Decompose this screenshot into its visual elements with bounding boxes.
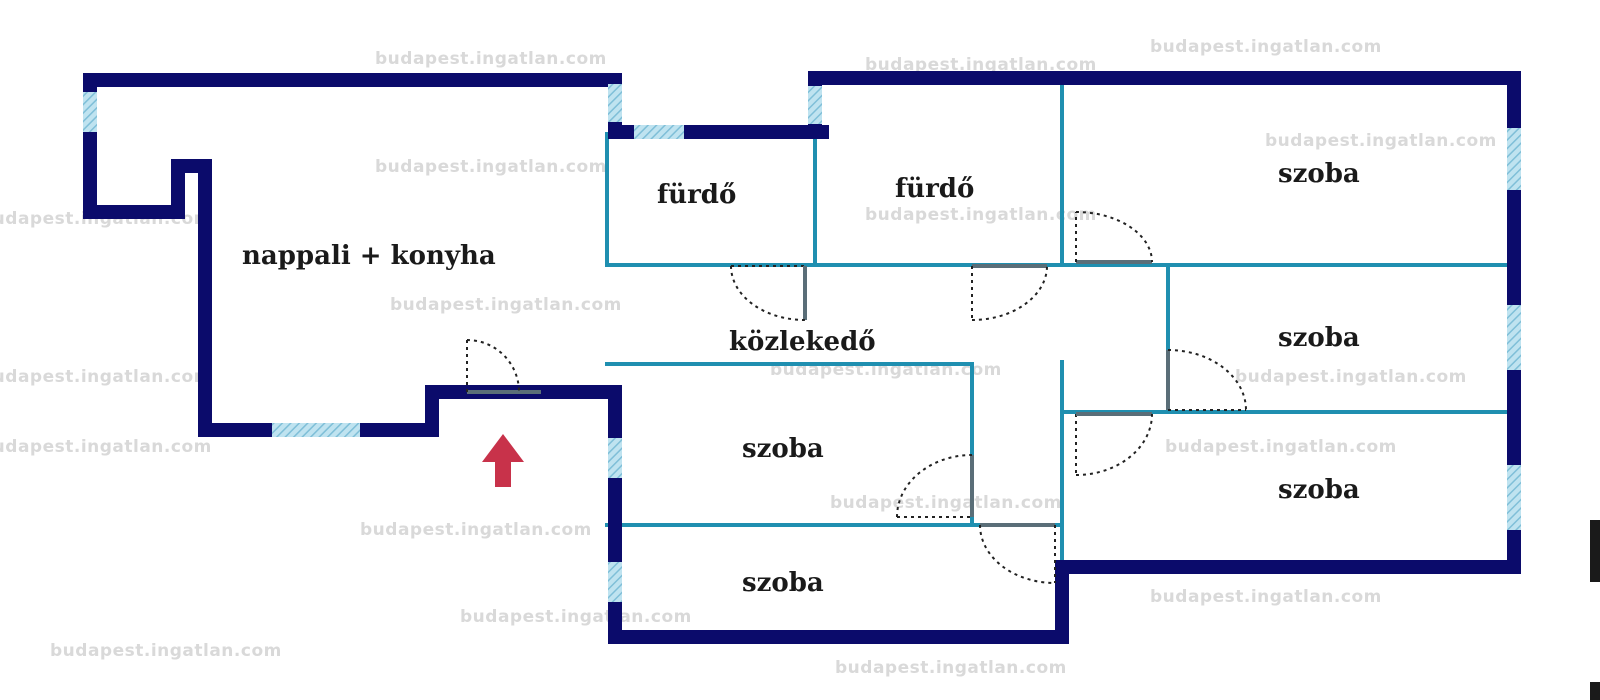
door	[466, 339, 541, 394]
doors	[466, 211, 1247, 584]
door	[1075, 211, 1153, 264]
door	[1166, 349, 1247, 411]
room-label-room-bottom-right: szoba	[1278, 475, 1360, 505]
door	[971, 264, 1048, 321]
watermark: budapest.ingatlan.com	[830, 493, 1062, 513]
room-label-room-mid-right: szoba	[1278, 323, 1360, 353]
up-arrow-icon	[482, 434, 524, 487]
watermark: budapest.ingatlan.com	[1265, 131, 1497, 151]
door	[730, 265, 807, 321]
windows	[83, 84, 1521, 602]
room-label-bath-1: fürdő	[657, 180, 736, 210]
watermark: budapest.ingatlan.com	[390, 295, 622, 315]
door	[896, 454, 974, 518]
watermark: budapest.ingatlan.com	[865, 55, 1097, 75]
image-edge	[1590, 682, 1600, 700]
watermark: budapest.ingatlan.com	[835, 658, 1067, 678]
watermark: budapest.ingatlan.com	[460, 607, 692, 627]
watermark: budapest.ingatlan.com	[1165, 437, 1397, 457]
door	[979, 523, 1056, 584]
watermark: budapest.ingatlan.com	[375, 49, 607, 69]
watermark: budapest.ingatlan.com	[1150, 587, 1382, 607]
watermark: budapest.ingatlan.com	[360, 520, 592, 540]
watermark: budapest.ingatlan.com	[0, 437, 212, 457]
room-label-room-top-right: szoba	[1278, 159, 1360, 189]
room-label-bath-2: fürdő	[895, 174, 974, 204]
door	[1075, 412, 1153, 476]
room-label-hallway: közlekedő	[729, 327, 876, 357]
image-edge	[1590, 520, 1600, 582]
watermark: budapest.ingatlan.com	[375, 157, 607, 177]
watermark: budapest.ingatlan.com	[0, 367, 212, 387]
room-label-room-bottom: szoba	[742, 568, 824, 598]
watermark: budapest.ingatlan.com	[1150, 37, 1382, 57]
watermarks: budapest.ingatlan.com budapest.ingatlan.…	[0, 37, 1497, 678]
room-label-living-kitchen: nappali + konyha	[242, 241, 496, 271]
watermark: budapest.ingatlan.com	[50, 641, 282, 661]
room-label-room-center: szoba	[742, 434, 824, 464]
watermark: budapest.ingatlan.com	[865, 205, 1097, 225]
inner-walls	[605, 84, 1509, 567]
watermark: budapest.ingatlan.com	[1235, 367, 1467, 387]
